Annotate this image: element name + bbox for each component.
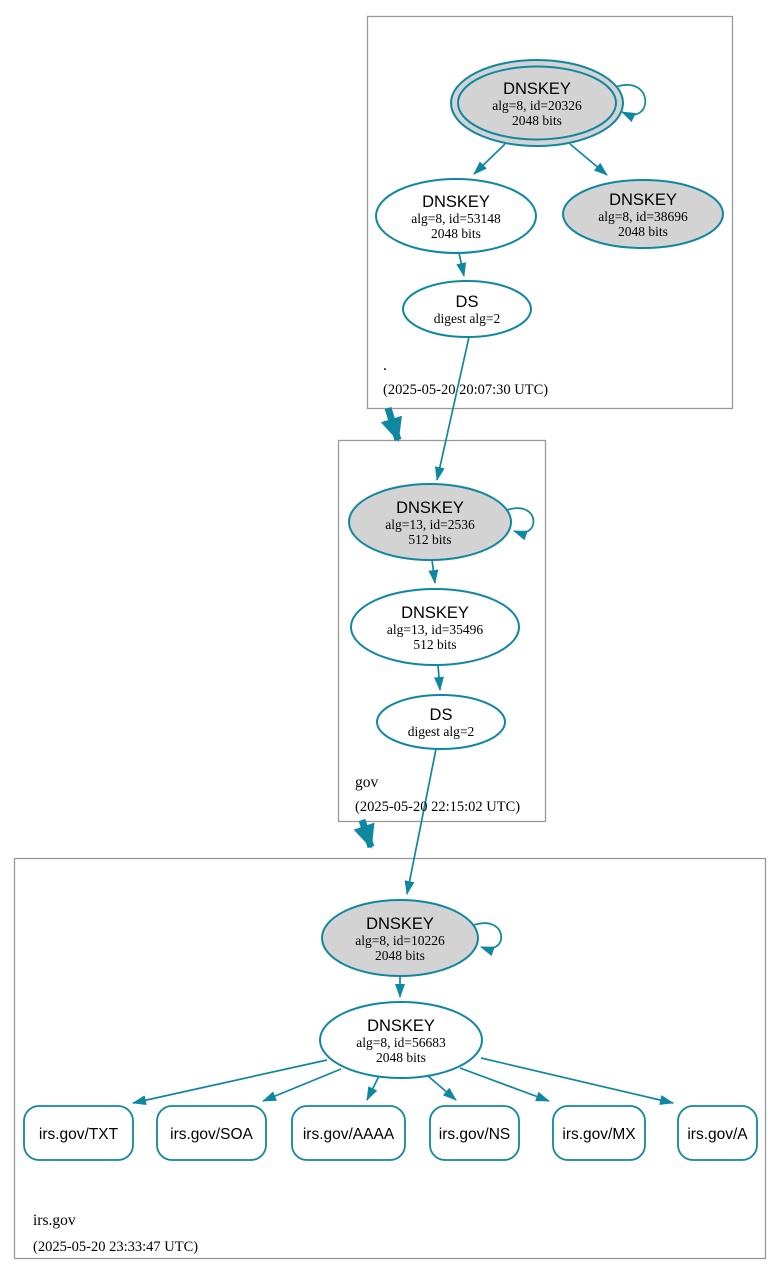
root-zsk-bits: 2048 bits <box>431 226 481 241</box>
dnskey-node-irs-ksk-10226[interactable]: DNSKEY alg=8, id=10226 2048 bits <box>321 899 479 977</box>
rrset-aaaa-label: irs.gov/AAAA <box>303 1126 395 1143</box>
gov-ds-digest: digest alg=2 <box>408 724 474 739</box>
root-ds-ellipse <box>402 280 532 338</box>
gov-ds-title: DS <box>430 706 453 724</box>
edge-root-ksk-self-loop <box>615 84 647 123</box>
rrset-soa-label: irs.gov/SOA <box>170 1126 253 1143</box>
root-dnskey-38696-title: DNSKEY <box>609 191 677 209</box>
edge-gov-ksk-to-zsk <box>428 559 439 584</box>
root-ksk-bits: 2048 bits <box>512 113 562 128</box>
gov-zsk-alg-id: alg=13, id=35496 <box>387 622 483 637</box>
root-ksk-alg-id: alg=8, id=20326 <box>492 98 582 113</box>
zone-box-gov <box>337 439 547 823</box>
edge-irs-zsk-to-mx <box>459 1067 550 1102</box>
zone-box-root <box>366 15 734 410</box>
irs-ksk-ellipse <box>321 899 479 977</box>
rrset-node-irs-gov-txt[interactable]: irs.gov/TXT <box>23 1105 134 1161</box>
rrset-node-irs-gov-soa[interactable]: irs.gov/SOA <box>156 1105 267 1161</box>
delegation-arrow-root-to-gov <box>380 406 402 442</box>
rrset-mx-label: irs.gov/MX <box>562 1126 636 1143</box>
dnskey-node-gov-zsk-35496[interactable]: DNSKEY alg=13, id=35496 512 bits <box>350 588 520 666</box>
gov-ksk-ellipse <box>348 483 512 561</box>
irs-ksk-title: DNSKEY <box>366 915 434 933</box>
edge-root-ds-to-gov-ksk <box>434 336 470 481</box>
root-zsk-alg-id: alg=8, id=53148 <box>411 211 501 226</box>
root-dnskey-38696-alg-id: alg=8, id=38696 <box>598 209 688 224</box>
zone-label-root: . <box>383 357 387 374</box>
dnskey-node-root-38696[interactable]: DNSKEY alg=8, id=38696 2048 bits <box>562 179 724 249</box>
zone-label-irs-gov: irs.gov <box>33 1212 76 1229</box>
irs-zsk-bits: 2048 bits <box>376 1050 426 1065</box>
dnskey-node-root-zsk-53148[interactable]: DNSKEY alg=8, id=53148 2048 bits <box>375 178 537 254</box>
root-ds-digest: digest alg=2 <box>434 311 500 326</box>
irs-zsk-title: DNSKEY <box>367 1017 435 1035</box>
rrset-a-label: irs.gov/A <box>687 1126 748 1143</box>
edge-root-ksk-to-zsk <box>473 143 506 175</box>
gov-zsk-title: DNSKEY <box>401 604 469 622</box>
gov-zsk-ellipse <box>350 588 520 666</box>
gov-ksk-alg-id: alg=13, id=2536 <box>385 517 475 532</box>
edge-irs-zsk-to-ns <box>427 1075 457 1101</box>
edge-irs-zsk-to-soa <box>262 1068 342 1102</box>
root-ksk-inner-ellipse <box>457 65 617 141</box>
ds-node-root[interactable]: DS digest alg=2 <box>402 280 532 338</box>
zone-timestamp-gov: (2025-05-20 22:15:02 UTC) <box>355 799 520 815</box>
irs-zsk-ellipse <box>319 1001 483 1079</box>
rrset-node-irs-gov-aaaa[interactable]: irs.gov/AAAA <box>291 1105 406 1161</box>
edge-gov-ksk-self-loop <box>506 507 535 541</box>
root-zsk-title: DNSKEY <box>422 193 490 211</box>
rrset-node-irs-gov-ns[interactable]: irs.gov/NS <box>429 1105 520 1161</box>
gov-zsk-bits: 512 bits <box>413 637 456 652</box>
root-zsk-ellipse <box>375 178 537 254</box>
rrset-soa-box <box>156 1105 267 1161</box>
zone-timestamp-root: (2025-05-20 20:07:30 UTC) <box>383 382 548 398</box>
root-dnskey-38696-bits: 2048 bits <box>618 224 668 239</box>
rrset-txt-box <box>23 1105 134 1161</box>
dnskey-node-gov-ksk-2536[interactable]: DNSKEY alg=13, id=2536 512 bits <box>348 483 512 561</box>
edge-gov-ds-to-irs-ksk <box>404 748 437 895</box>
dnskey-node-irs-zsk-56683[interactable]: DNSKEY alg=8, id=56683 2048 bits <box>319 1001 483 1079</box>
ds-node-gov[interactable]: DS digest alg=2 <box>376 694 506 750</box>
edge-irs-zsk-to-a <box>480 1057 674 1105</box>
edge-gov-zsk-to-ds <box>433 664 444 691</box>
irs-ksk-alg-id: alg=8, id=10226 <box>355 933 445 948</box>
dnskey-node-root-ksk-20326[interactable]: DNSKEY alg=8, id=20326 2048 bits <box>450 59 624 147</box>
root-ds-title: DS <box>456 293 479 311</box>
edge-irs-zsk-to-txt <box>132 1059 328 1106</box>
edge-irs-ksk-self-loop <box>473 922 503 957</box>
rrset-node-irs-gov-a[interactable]: irs.gov/A <box>677 1105 758 1161</box>
rrset-a-box <box>677 1105 758 1161</box>
rrset-ns-box <box>429 1105 520 1161</box>
zone-timestamp-irs-gov: (2025-05-20 23:33:47 UTC) <box>33 1239 198 1255</box>
gov-ksk-title: DNSKEY <box>396 499 464 517</box>
zone-box-irs-gov <box>13 857 767 1260</box>
root-dnskey-38696-ellipse <box>562 179 724 249</box>
zone-label-gov: gov <box>355 774 379 791</box>
rrset-aaaa-box <box>291 1105 406 1161</box>
rrset-mx-box <box>552 1105 646 1161</box>
irs-ksk-bits: 2048 bits <box>375 948 425 963</box>
delegation-arrow-gov-to-irs <box>353 818 375 849</box>
root-ksk-outer-ellipse <box>450 59 624 147</box>
rrset-ns-label: irs.gov/NS <box>439 1126 511 1143</box>
edge-root-zsk-to-ds <box>456 252 467 277</box>
edge-irs-zsk-to-aaaa <box>366 1075 380 1101</box>
root-ksk-title: DNSKEY <box>503 80 571 98</box>
gov-ksk-bits: 512 bits <box>408 532 451 547</box>
irs-zsk-alg-id: alg=8, id=56683 <box>356 1035 446 1050</box>
rrset-txt-label: irs.gov/TXT <box>39 1126 119 1143</box>
edge-root-ksk-to-dnskey-38696 <box>569 143 608 176</box>
rrset-node-irs-gov-mx[interactable]: irs.gov/MX <box>552 1105 646 1161</box>
gov-ds-ellipse <box>376 694 506 750</box>
